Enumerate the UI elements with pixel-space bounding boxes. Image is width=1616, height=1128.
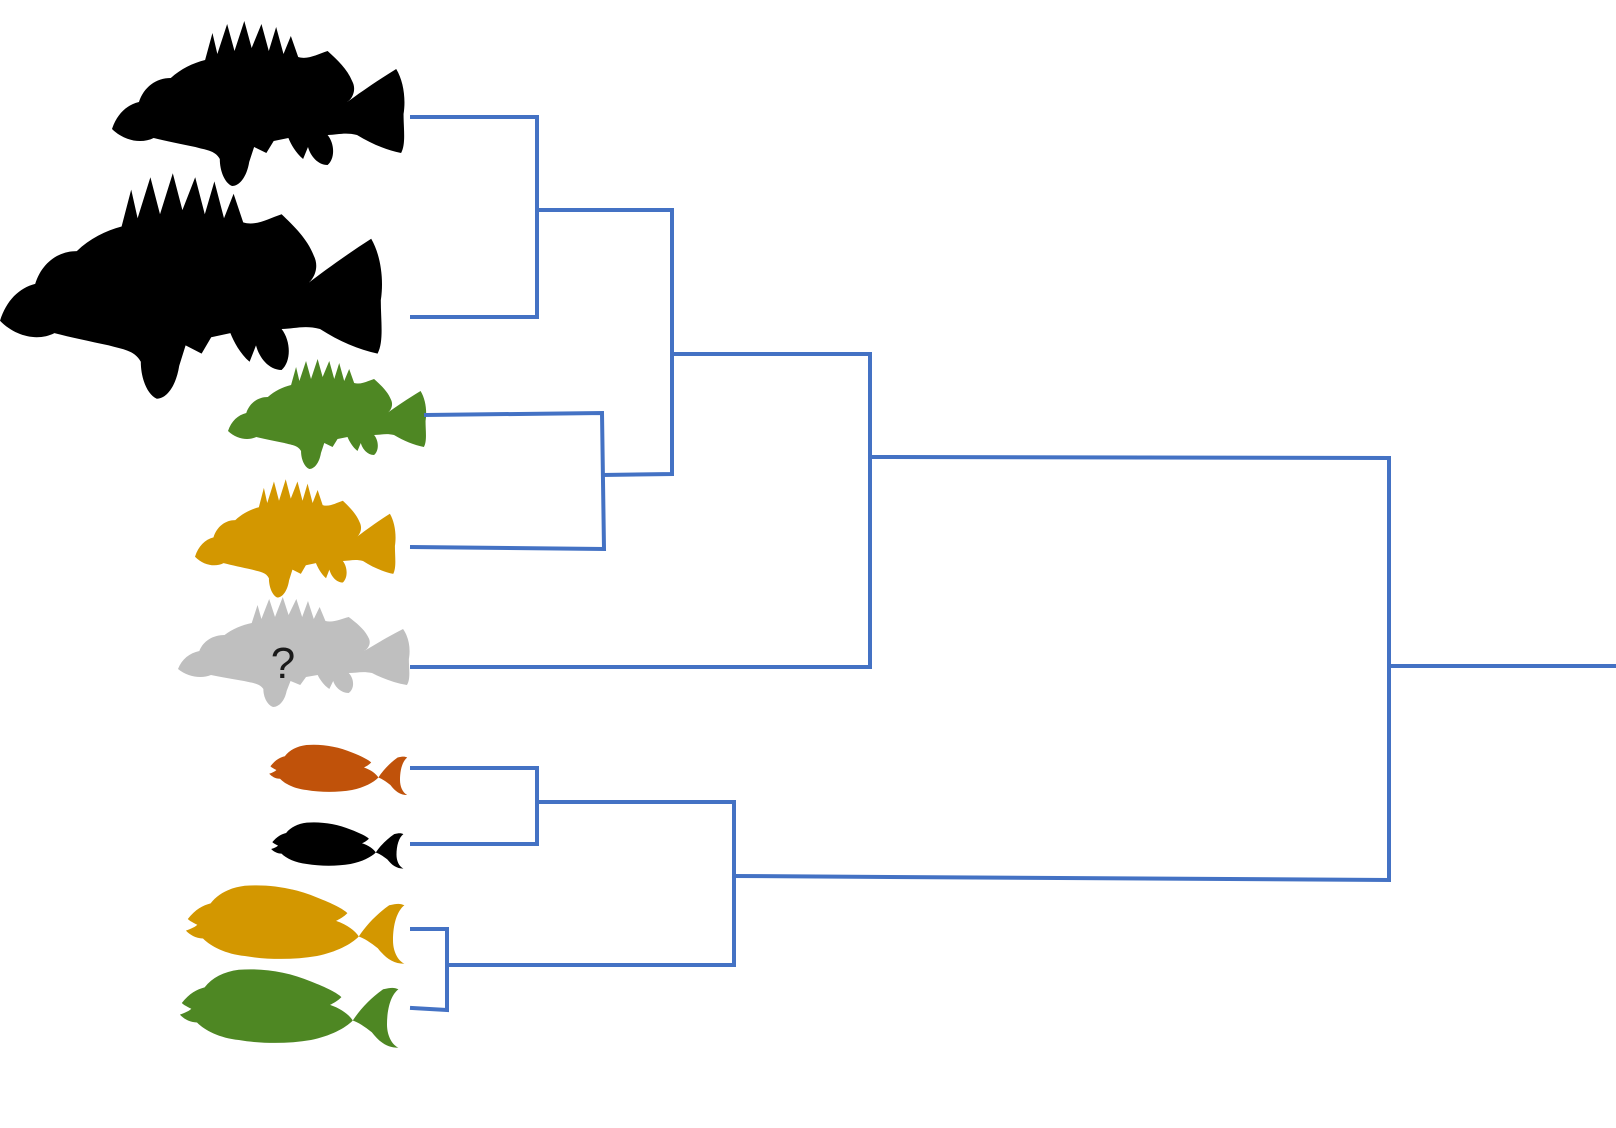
tree-branches	[409, 115, 1616, 1013]
clade-tips-1-2	[410, 115, 539, 319]
fish-icon-tip-9	[179, 969, 399, 1048]
fish-icon-tip-7	[271, 822, 404, 869]
fish-icon-tip-4	[195, 479, 396, 598]
tip-icons: ?	[0, 21, 427, 1048]
fish-icon-tip-2	[0, 173, 382, 399]
fish-icon-tip-3	[228, 359, 427, 469]
fish-icon-tip-1	[112, 21, 405, 186]
clade-tips-6-7	[410, 766, 539, 846]
root-clade	[731, 454, 1391, 883]
clade-tips-6-9	[445, 800, 736, 967]
clade-tips-1-5	[410, 352, 872, 669]
clade-tips-3-4	[409, 410, 607, 552]
fish-icon-tip-8	[185, 885, 405, 964]
clade-tips-8-9	[409, 927, 449, 1013]
fish-icon-tip-6	[269, 744, 408, 795]
unknown-species-label: ?	[271, 639, 295, 688]
clade-tips-1-4	[535, 208, 674, 478]
